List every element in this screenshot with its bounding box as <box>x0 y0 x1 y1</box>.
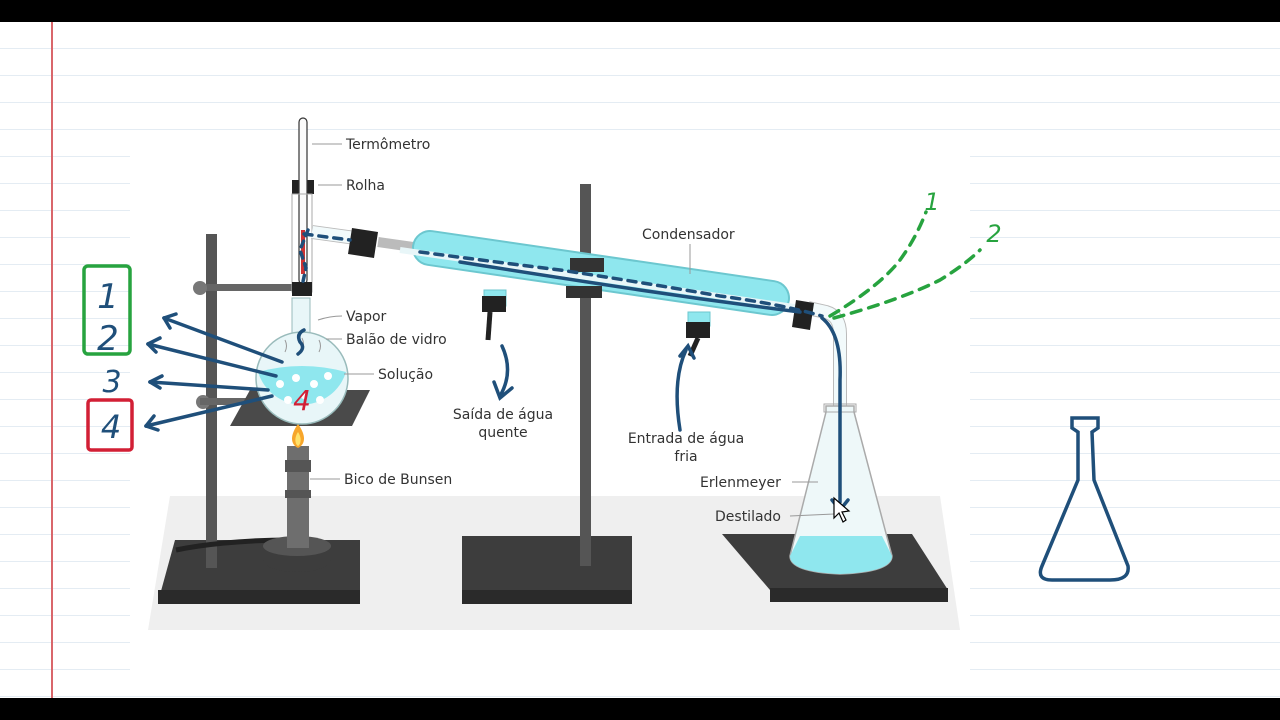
label-bico: Bico de Bunsen <box>344 472 452 488</box>
hand-number-1: 1 <box>97 277 119 317</box>
hand-annotations-blue <box>144 228 1130 582</box>
label-entrada-line2: fria <box>674 449 697 465</box>
label-destilado: Destilado <box>715 509 781 525</box>
hand-annotations-red <box>86 398 134 452</box>
mouse-cursor-icon <box>833 496 851 523</box>
margin-line <box>51 22 53 698</box>
bunsen-burner <box>263 424 331 572</box>
label-saida-line2: quente <box>478 425 527 441</box>
hand-annotations-green <box>82 210 982 356</box>
thermometer <box>291 117 314 296</box>
middle-stand <box>462 184 632 604</box>
hand-number-flask-4: 4 <box>293 384 311 417</box>
label-condensador: Condensador <box>642 227 735 243</box>
hand-number-green-2: 2 <box>986 220 1001 248</box>
number-annotations: 1 2 3 4 4 1 2 <box>97 188 1001 446</box>
label-saida-line1: Saída de água <box>453 407 553 423</box>
hand-number-green-1: 1 <box>924 188 939 216</box>
notebook-canvas: Termômetro Rolha Vapor Balão de vidro So… <box>0 22 1280 698</box>
label-erlenmeyer: Erlenmeyer <box>700 475 781 491</box>
distillation-diagram: Termômetro Rolha Vapor Balão de vidro So… <box>82 117 1130 630</box>
label-solucao: Solução <box>378 367 433 383</box>
diagram-labels: Termômetro Rolha Vapor Balão de vidro So… <box>310 137 835 525</box>
label-rolha: Rolha <box>346 178 385 194</box>
hand-number-2: 2 <box>97 319 119 359</box>
side-arm <box>311 225 378 258</box>
condenser <box>377 230 809 358</box>
hand-number-3: 3 <box>102 365 121 400</box>
round-flask <box>255 297 349 425</box>
label-vapor: Vapor <box>346 309 387 325</box>
adapter <box>792 300 847 410</box>
hand-number-4: 4 <box>101 408 121 446</box>
label-termometro: Termômetro <box>345 137 430 153</box>
label-entrada-line1: Entrada de água <box>628 431 744 447</box>
label-balao: Balão de vidro <box>346 332 447 348</box>
